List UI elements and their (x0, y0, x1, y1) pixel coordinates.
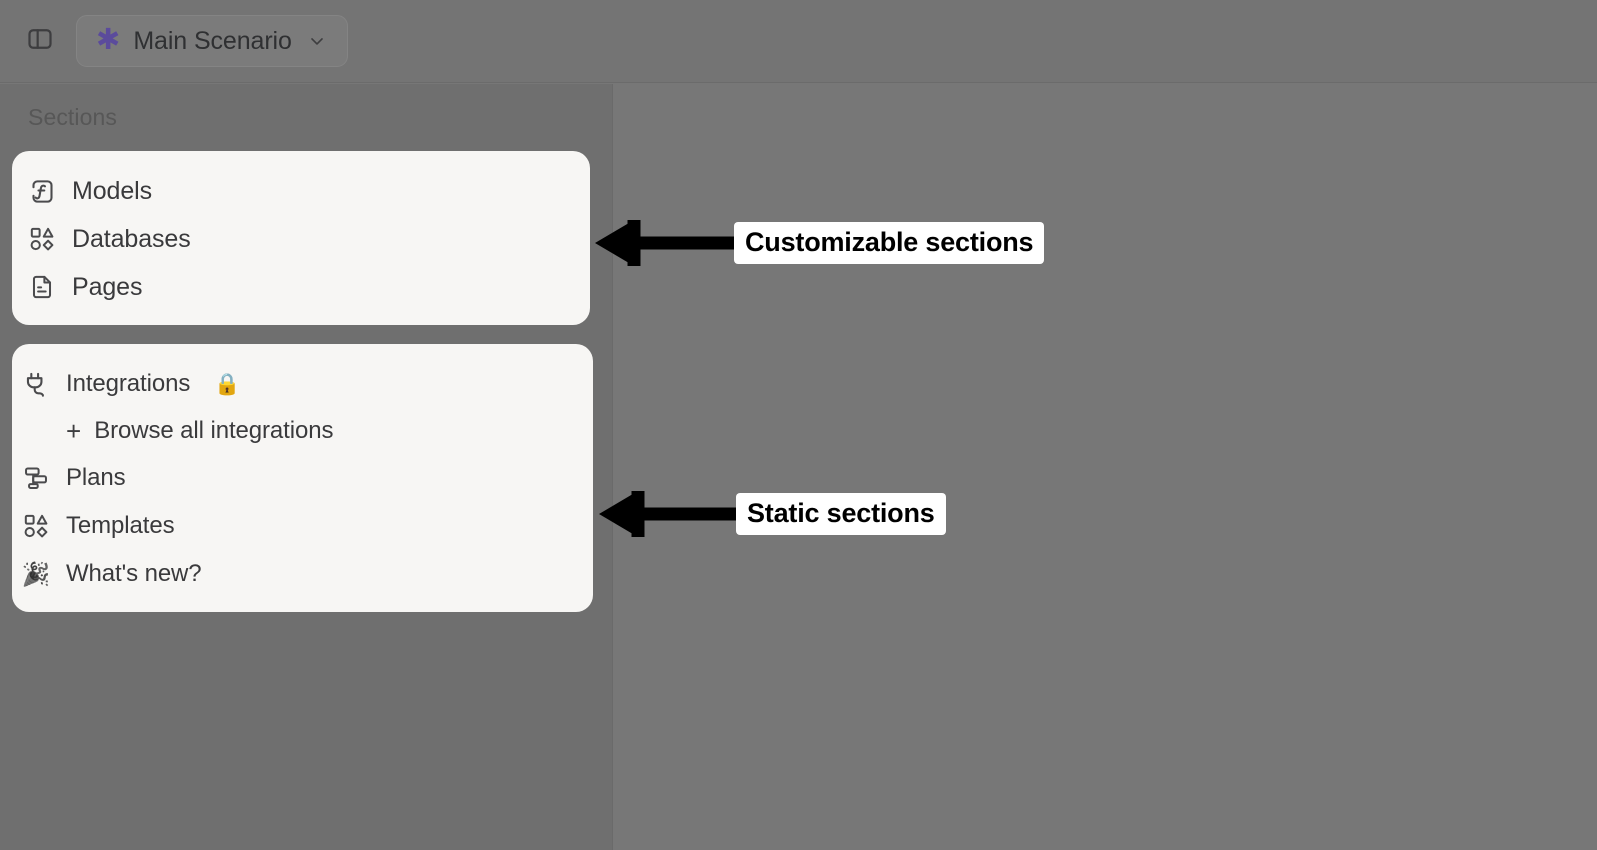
shapes-icon (28, 225, 56, 253)
plug-icon (22, 370, 50, 398)
static-sections-card: Integrations 🔒 + Browse all integrations… (12, 344, 593, 612)
sidebar-item-databases[interactable]: Databases (12, 215, 590, 263)
sidebar-subitem-browse-all-integrations[interactable]: + Browse all integrations (12, 408, 593, 454)
party-popper-emoji: 🎉 (21, 560, 51, 587)
sidebar-item-pages[interactable]: Pages (12, 263, 590, 311)
lock-emoji: 🔒 (214, 372, 241, 396)
sidebar-item-models[interactable]: Models (12, 167, 590, 215)
sidebar-subitem-label: Browse all integrations (94, 417, 334, 444)
shapes-icon (22, 512, 50, 540)
sidebar-item-label: Databases (72, 224, 191, 253)
sidebar-item-label: Plans (66, 464, 126, 491)
sidebar-item-label: Pages (72, 272, 143, 301)
chevron-down-icon[interactable] (307, 31, 327, 51)
annotation-static-sections: Static sections (596, 483, 946, 545)
sidebar-item-label: Integrations (66, 370, 191, 397)
function-icon (28, 177, 56, 205)
scenario-name: Main Scenario (133, 26, 292, 55)
arrow-left-icon (599, 491, 736, 537)
plans-icon (22, 464, 50, 492)
sections-sidebar: Sections Models (0, 84, 613, 850)
sections-heading: Sections (28, 104, 118, 130)
plus-icon: + (66, 416, 82, 446)
sidebar-item-plans[interactable]: Plans (12, 454, 593, 502)
annotation-label: Static sections (736, 492, 946, 536)
sidebar-item-label: What's new? (66, 560, 202, 587)
top-bar: ✱ Main Scenario (0, 0, 1597, 83)
scenario-selector[interactable]: ✱ Main Scenario (76, 15, 348, 67)
sidebar-toggle-button[interactable] (22, 23, 58, 59)
sidebar-item-whats-new[interactable]: 🎉 What's new? (12, 550, 593, 598)
sidebar-item-label: Templates (66, 512, 175, 539)
party-popper-icon: 🎉 (21, 560, 51, 588)
annotation-customizable-sections: Customizable sections (592, 212, 1045, 274)
customizable-sections-card: Models Databases (12, 151, 590, 325)
sidebar-item-templates[interactable]: Templates (12, 502, 593, 550)
sidebar-toggle-icon (26, 25, 54, 58)
arrow-left-icon (595, 220, 734, 266)
sidebar-item-integrations[interactable]: Integrations 🔒 (12, 360, 593, 408)
document-icon (28, 273, 56, 301)
annotation-label: Customizable sections (734, 221, 1045, 265)
sidebar-item-label: Models (72, 176, 152, 205)
asterisk-icon: ✱ (96, 23, 121, 56)
